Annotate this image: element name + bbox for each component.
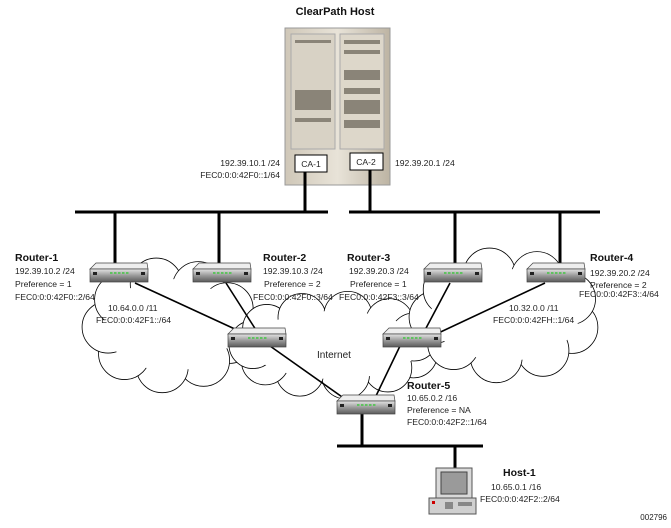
left-network-ip: 10.64.0.0 /11: [108, 303, 158, 313]
router-4-ip: 192.39.20.2 /24: [590, 268, 650, 278]
host-1-name: Host-1: [503, 467, 536, 479]
router-5-name: Router-5: [407, 380, 450, 392]
router-5-ip: 10.65.0.2 /16: [407, 393, 457, 403]
bus-lines: [75, 170, 600, 470]
figure-id: 002796: [640, 513, 667, 522]
router-1-ipv6: FEC0:0:0:42F0::2/64: [15, 292, 95, 302]
router-3-pref: Preference = 1: [350, 279, 407, 289]
ca-1-ip: 192.39.10.1 /24: [220, 158, 280, 168]
ca-2-label: CA-2: [356, 157, 376, 167]
router-2-icon: [192, 262, 252, 283]
router-5-ipv6: FEC0:0:0:42F2::1/64: [407, 417, 487, 427]
cloud-right: [408, 247, 599, 384]
router-3-icon: [423, 262, 483, 283]
internet-label: Internet: [317, 350, 351, 361]
ca-2-ip: 192.39.20.1 /24: [395, 158, 455, 168]
ca-1-ipv6: FEC0:0:0:42F0::1/64: [200, 170, 280, 180]
router-icons: [89, 262, 586, 415]
router-4-pref: Preference = 2: [590, 280, 647, 290]
router-4-name: Router-4: [590, 252, 633, 264]
right-network-ip: 10.32.0.0 /11: [509, 303, 559, 313]
router-4-icon: [526, 262, 586, 283]
router-4-ipv6: FEC0:0:0:42F3::4/64: [579, 289, 659, 299]
router-internet-right-icon: [382, 327, 442, 348]
right-network-ipv6: FEC0:0:0:42FH::1/64: [493, 315, 574, 325]
ca-2-port: CA-2: [349, 152, 384, 171]
router-3-ipv6: FEC0:0:0:42F3::3/64: [339, 292, 419, 302]
router-5-pref: Preference = NA: [407, 405, 471, 415]
left-network-ipv6: FEC0:0:0:42F1::/64: [96, 315, 171, 325]
router-1-name: Router-1: [15, 252, 58, 264]
host-1-ipv6: FEC0:0:0:42F2::2/64: [480, 494, 560, 504]
router-5-icon: [336, 394, 396, 415]
router-2-ipv6: FEC0:0:0:42F0::3/64: [253, 292, 333, 302]
host-title: ClearPath Host: [296, 6, 375, 18]
router-3-name: Router-3: [347, 252, 390, 264]
links: [134, 282, 546, 400]
ca-1-port: CA-1: [294, 154, 328, 173]
router-3-ip: 192.39.20.3 /24: [349, 266, 409, 276]
router-2-ip: 192.39.10.3 /24: [263, 266, 323, 276]
host-1-ip: 10.65.0.1 /16: [491, 482, 541, 492]
router-1-pref: Preference = 1: [15, 279, 72, 289]
ca-1-label: CA-1: [301, 159, 321, 169]
router-1-icon: [89, 262, 149, 283]
router-1-ip: 192.39.10.2 /24: [15, 266, 75, 276]
router-2-name: Router-2: [263, 252, 306, 264]
host-1-computer-icon: [428, 467, 477, 515]
router-2-pref: Preference = 2: [264, 279, 321, 289]
router-internet-left-icon: [227, 327, 287, 348]
